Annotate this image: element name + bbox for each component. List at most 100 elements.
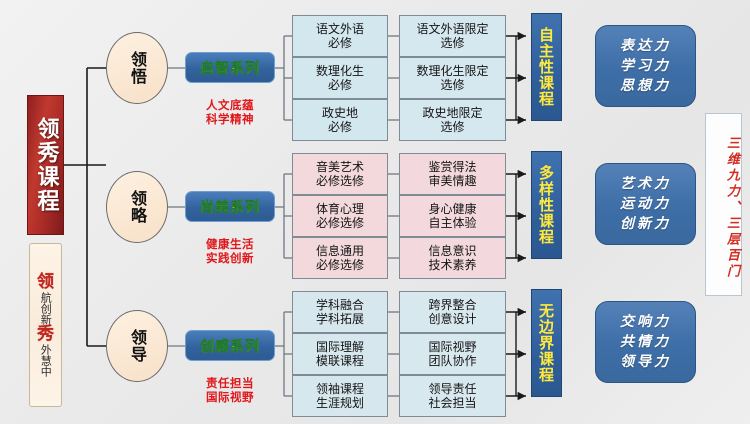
cell-line2: 选修 <box>440 36 465 50</box>
cell-line1: 数理化生限定 <box>416 63 489 78</box>
course-cell[interactable]: 数理化生 必修 <box>292 57 388 99</box>
cell-line1: 国际视野 <box>428 339 477 354</box>
red-caption-line1: 人文底蕴 <box>206 98 254 112</box>
series-label: 创感系列 <box>200 338 260 355</box>
course-cell[interactable]: 跨界整合 创意设计 <box>399 291 506 333</box>
red-caption-group2: 健康生活 实践创新 <box>182 237 278 266</box>
cell-line1: 音美艺术 <box>315 159 364 174</box>
course-cell[interactable]: 音美艺术 必修选修 <box>292 153 388 195</box>
cell-line2: 选修 <box>440 120 465 134</box>
cell-line1: 国际理解 <box>315 339 364 354</box>
seal-char-xiu: 秀 <box>37 324 54 344</box>
course-cell[interactable]: 学科融合 学科拓展 <box>292 291 388 333</box>
course-cell[interactable]: 政史地 必修 <box>292 99 388 141</box>
main-title-text: 领秀课程 <box>33 117 59 213</box>
cell-line1: 政史地 <box>321 105 358 120</box>
ability-line1: 艺术力 <box>620 175 671 192</box>
ability-box-group2: 艺术力 运动力 创新力 <box>595 163 696 245</box>
course-cell[interactable]: 领导责任 社会担当 <box>399 375 506 417</box>
course-cell[interactable]: 信息通用 必修选修 <box>292 237 388 279</box>
course-cell[interactable]: 身心健康 自主体验 <box>399 195 506 237</box>
cell-line2: 审美情趣 <box>428 174 477 188</box>
cell-line1: 体育心理 <box>315 201 364 216</box>
cell-line1: 信息意识 <box>428 243 477 258</box>
course-cell[interactable]: 国际视野 团队协作 <box>399 333 506 375</box>
course-cell[interactable]: 信息意识 技术素养 <box>399 237 506 279</box>
cell-line2: 创意设计 <box>428 312 477 326</box>
course-cell[interactable]: 体育心理 必修选修 <box>292 195 388 237</box>
course-cell[interactable]: 国际理解 模联课程 <box>292 333 388 375</box>
cell-line2: 自主体验 <box>428 216 477 230</box>
main-title-banner: 领秀课程 <box>27 95 64 235</box>
red-caption-group3: 责任担当 国际视野 <box>182 376 278 405</box>
series-box-ganggan[interactable]: 创感系列 <box>185 330 275 361</box>
seal-char-ling: 领 <box>37 272 54 292</box>
course-cell[interactable]: 领袖课程 生涯规划 <box>292 375 388 417</box>
ability-box-group1: 表达力 学习力 思想力 <box>595 25 696 107</box>
ability-line3: 创新力 <box>620 216 671 233</box>
course-bar-label: 多样性课程 <box>537 165 555 245</box>
course-cell[interactable]: 语文外语限定 选修 <box>399 15 506 57</box>
course-cell[interactable]: 政史地限定 选修 <box>399 99 506 141</box>
oval-node-lingwu[interactable]: 领悟 <box>106 32 168 104</box>
course-cell[interactable]: 数理化生限定 选修 <box>399 57 506 99</box>
course-bar-zizhuxing[interactable]: 自主性课程 <box>531 13 562 121</box>
course-bar-wubianjie[interactable]: 无边界课程 <box>531 289 562 397</box>
cell-line1: 语文外语 <box>315 21 364 36</box>
ability-line1: 交响力 <box>620 313 671 330</box>
cell-line2: 学科拓展 <box>315 312 364 326</box>
cell-line2: 技术素养 <box>428 258 477 272</box>
ability-line2: 学习力 <box>620 57 671 74</box>
cell-line1: 领袖课程 <box>315 381 364 396</box>
oval-node-linglue[interactable]: 领略 <box>106 171 168 243</box>
series-box-qizhi[interactable]: 启智系列 <box>185 52 275 83</box>
red-caption-line1: 健康生活 <box>206 237 254 251</box>
cell-line1: 身心健康 <box>428 201 477 216</box>
cell-line1: 领导责任 <box>428 381 477 396</box>
cell-line1: 语文外语限定 <box>416 21 489 36</box>
slogan-panel: 三维九力、三层百门 <box>705 113 742 296</box>
cell-line2: 生涯规划 <box>315 396 364 410</box>
series-box-shangmei[interactable]: 尚美系列 <box>185 191 275 222</box>
oval-node-lingdao[interactable]: 领导 <box>106 310 168 382</box>
motto-seal-box: 领 航创新 秀 外慧中 <box>29 243 62 407</box>
cell-line2: 必修 <box>327 120 352 134</box>
course-bar-duoyangxing[interactable]: 多样性课程 <box>531 151 562 259</box>
seal-phrase-2: 外慧中 <box>39 344 53 377</box>
cell-line2: 必修选修 <box>315 216 364 230</box>
course-bar-label: 自主性课程 <box>537 27 555 107</box>
cell-line1: 学科融合 <box>315 297 364 312</box>
cell-line2: 必修选修 <box>315 258 364 272</box>
course-cell[interactable]: 语文外语 必修 <box>292 15 388 57</box>
ability-box-group3: 交响力 共情力 领导力 <box>595 301 696 383</box>
cell-line2: 必修 <box>327 78 352 92</box>
slogan-text: 三维九力、三层百门 <box>724 135 739 280</box>
course-bar-label: 无边界课程 <box>537 303 555 383</box>
cell-line2: 选修 <box>440 78 465 92</box>
cell-line1: 数理化生 <box>315 63 364 78</box>
ability-line2: 共情力 <box>620 333 671 350</box>
cell-line2: 社会担当 <box>428 396 477 410</box>
ability-line3: 思想力 <box>620 78 671 95</box>
oval-label: 领悟 <box>128 51 147 85</box>
cell-line1: 鉴赏得法 <box>428 159 477 174</box>
cell-line2: 团队协作 <box>428 354 477 368</box>
cell-line2: 模联课程 <box>315 354 364 368</box>
ability-line1: 表达力 <box>620 37 671 54</box>
seal-phrase-1: 航创新 <box>39 292 53 325</box>
cell-line1: 政史地限定 <box>422 105 483 120</box>
course-cell[interactable]: 鉴赏得法 审美情趣 <box>399 153 506 195</box>
red-caption-line2: 国际视野 <box>206 390 254 405</box>
red-caption-line2: 实践创新 <box>206 251 254 266</box>
oval-label: 领导 <box>128 329 147 363</box>
series-label: 启智系列 <box>200 60 260 77</box>
series-label: 尚美系列 <box>200 199 260 216</box>
red-caption-line1: 责任担当 <box>206 376 254 390</box>
oval-label: 领略 <box>128 190 147 224</box>
cell-line2: 必修 <box>327 36 352 50</box>
red-caption-line2: 科学精神 <box>206 112 254 127</box>
cell-line1: 信息通用 <box>315 243 364 258</box>
red-caption-group1: 人文底蕴 科学精神 <box>182 98 278 127</box>
ability-line2: 运动力 <box>620 195 671 212</box>
